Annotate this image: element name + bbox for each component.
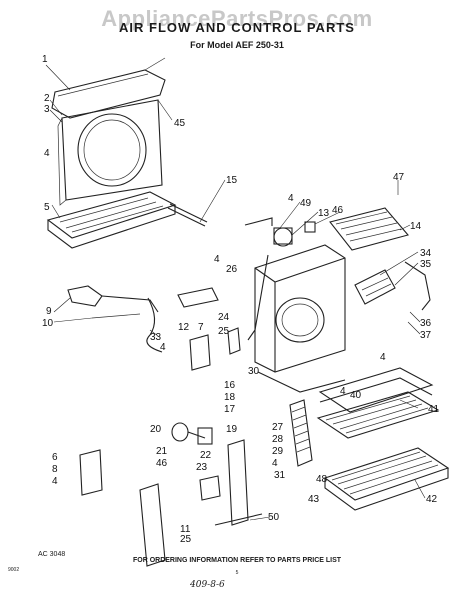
callout-number: 27 [272,422,284,433]
switch-part [199,475,221,501]
callout-numbers: 1 2 3 4 45 15 5 47 4 49 13 46 14 34 35 4… [42,54,440,545]
damper-lever-part [67,285,159,319]
shroud-frame-part [57,99,163,206]
callout-number: 13 [318,208,330,219]
callout-number: 34 [420,248,432,259]
callout-number: 4 [340,386,346,397]
callout-number: 50 [268,512,280,523]
callout-number: 9 [46,306,52,317]
callout-number: 4 [380,352,386,363]
filter-part [329,207,409,251]
callout-number: 4 [272,458,278,469]
callout-number: 5 [44,202,50,213]
callout-number: 4 [160,342,166,353]
callout-number: 45 [174,118,186,129]
callout-number: 20 [150,424,162,435]
callout-number: 43 [308,494,320,505]
drawing-number: AC 3048 [38,551,66,558]
lever-part [404,261,431,311]
model-label: For Model AEF 250-31 [190,40,284,50]
rod-part [247,254,269,341]
callout-number: 4 [288,193,294,204]
ordering-note: FOR ORDERING INFORMATION REFER TO PARTS … [132,557,342,564]
watermark: AppliancePartsPros.com [101,6,373,31]
callout-number: 37 [420,330,432,341]
callout-number: 26 [226,264,238,275]
callout-number: 7 [198,322,204,333]
handwritten-note: 409-8-6 [190,580,225,590]
callout-number: 49 [300,198,312,209]
callout-number: 3 [44,104,50,115]
callout-number: 41 [428,404,440,415]
callout-number: 15 [226,175,238,186]
callout-number: 40 [350,390,362,401]
callout-number: 25 [218,326,230,337]
callout-number: 16 [224,380,236,391]
callout-number: 25 [180,534,192,545]
diagram-title: AIR FLOW AND CONTROL PARTS [119,20,355,35]
callout-number: 4 [44,148,50,159]
filter-rails-part [316,367,450,511]
tall-bracket-part [139,483,166,567]
callout-number: 46 [156,458,168,469]
plate-part [177,287,219,308]
callout-number: 14 [410,221,422,232]
control-knob-part [171,422,213,445]
page-number: 5 [235,570,239,576]
callout-number: 28 [272,434,284,445]
callout-number: 36 [420,318,432,329]
callout-number: 42 [426,494,438,505]
wire-part [146,297,163,353]
rod-50-part [214,513,263,526]
small-bracket-part [189,327,241,371]
callout-number: 33 [150,332,162,343]
callout-number: 4 [52,476,58,487]
callout-number: 2 [44,93,50,104]
callout-number: 6 [52,452,58,463]
callout-number: 11 [180,524,191,535]
callout-number: 12 [178,322,190,333]
motor-part [273,227,293,247]
callout-number: 22 [200,450,212,461]
callout-number: 29 [272,446,284,457]
callout-number: 35 [420,259,432,270]
callout-number: 48 [316,474,328,485]
callout-number: 1 [42,54,48,65]
callout-number: 18 [224,392,236,403]
clip-part [304,221,316,233]
column-part [227,439,249,526]
side-panel-part [79,449,103,496]
callout-number: 31 [274,470,286,481]
callout-number: 21 [156,446,168,457]
stamp-code: 9002 [8,567,20,573]
main-housing-part [254,244,346,393]
callout-number: 30 [248,366,260,377]
callout-number: 23 [196,462,208,473]
callout-number: 19 [226,424,238,435]
bracket-part [244,217,273,226]
callout-number: 24 [218,312,230,323]
top-cover-part [51,57,166,119]
callout-number: 17 [224,404,236,415]
shaft-part [167,203,208,227]
control-bracket-part [354,269,396,305]
leader-lines [45,64,426,521]
callout-number: 4 [214,254,220,265]
base-pan-part [46,191,177,249]
callout-number: 46 [332,205,344,216]
callout-number: 8 [52,464,58,475]
callout-number: 10 [42,318,54,329]
callout-number: 47 [393,172,405,183]
grille-strip-part [289,399,313,467]
